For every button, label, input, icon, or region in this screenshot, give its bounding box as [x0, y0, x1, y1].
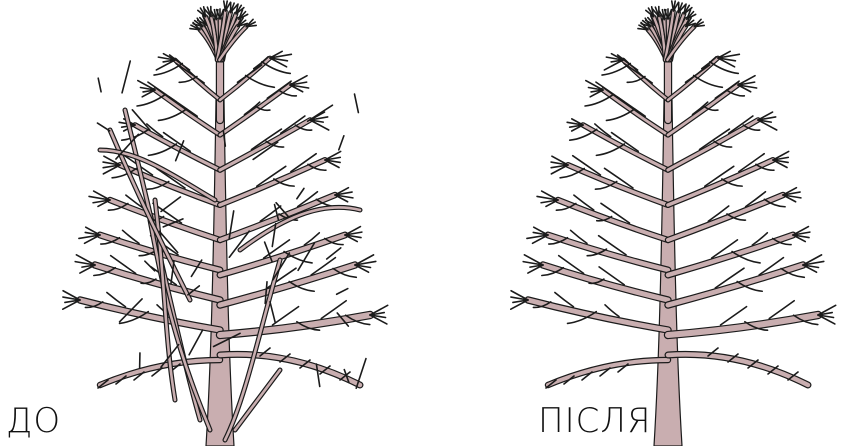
twig [238, 65, 262, 82]
sprout [189, 330, 203, 355]
limb [668, 58, 718, 100]
tree-after-pruning [511, 1, 836, 446]
limb [603, 90, 668, 135]
twig [721, 307, 747, 325]
limb [220, 58, 270, 100]
sprout [270, 302, 275, 323]
lower-limb [668, 354, 808, 385]
tree-before-pruning [63, 1, 388, 446]
limb [548, 235, 668, 270]
limb [80, 300, 220, 330]
limb [175, 60, 220, 100]
label-before: ДО [6, 404, 61, 438]
limb [668, 235, 793, 275]
lower-limb [220, 354, 360, 385]
lower-limb [548, 360, 668, 385]
sprout [145, 261, 155, 271]
limb [668, 315, 818, 335]
sprout [354, 94, 358, 113]
limb [220, 235, 345, 275]
label-after: ПІСЛЯ [538, 404, 652, 438]
lower-limb [100, 360, 220, 385]
twig [686, 65, 710, 82]
crossing-branch [225, 260, 280, 440]
sprout [122, 61, 130, 93]
limb [623, 60, 668, 100]
limb [528, 300, 668, 330]
sprout [97, 123, 109, 131]
twig [273, 307, 299, 325]
limb [583, 125, 668, 170]
sprout [339, 136, 344, 150]
sprout [297, 188, 304, 198]
sprout [327, 248, 341, 259]
limb [568, 165, 668, 205]
sprout [98, 78, 101, 92]
limb [155, 90, 220, 135]
sprout [161, 197, 180, 212]
sprout [337, 289, 348, 295]
limb [543, 265, 668, 300]
